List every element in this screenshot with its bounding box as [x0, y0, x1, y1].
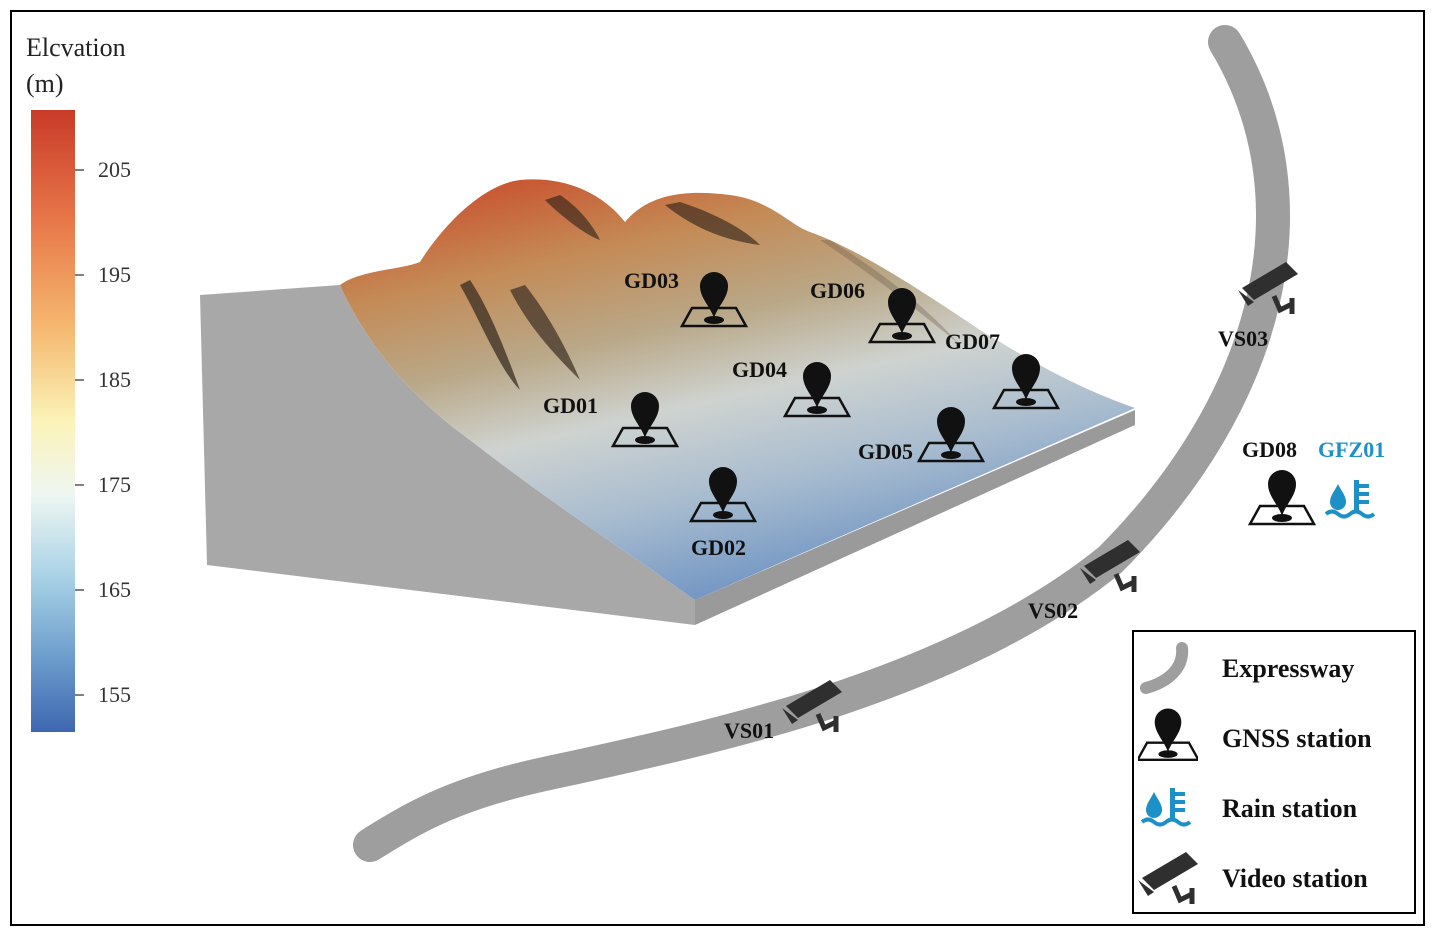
label-gd08: GD08 — [1242, 437, 1297, 462]
legend-label-video: Video station — [1222, 864, 1368, 893]
label-gd02: GD02 — [691, 535, 746, 560]
colorbar-tick-155: 155 — [98, 682, 131, 707]
legend-row-gnss: GNSS station — [1134, 706, 1414, 770]
label-vs02: VS02 — [1028, 598, 1078, 623]
label-gfz01: GFZ01 — [1318, 437, 1385, 462]
legend-label-rain: Rain station — [1222, 794, 1358, 823]
rain-station-icon — [1140, 786, 1192, 827]
colorbar-title-line2: (m) — [26, 69, 64, 98]
colorbar-ticks — [75, 169, 84, 696]
legend-label-expressway: Expressway — [1222, 654, 1355, 683]
label-vs01: VS01 — [724, 718, 774, 743]
expressway-road — [353, 25, 1290, 862]
label-gd01: GD01 — [543, 393, 598, 418]
map-frame — [10, 10, 1425, 926]
colorbar-tick-185: 185 — [98, 367, 131, 392]
label-gd05: GD05 — [858, 439, 913, 464]
label-vs03: VS03 — [1218, 326, 1268, 351]
legend-row-video: Video station — [1134, 846, 1414, 910]
gnss-marker-gd08 — [1248, 468, 1316, 526]
label-gd04: GD04 — [732, 357, 787, 382]
colorbar-tick-195: 195 — [98, 262, 131, 287]
label-gd06: GD06 — [810, 278, 865, 303]
colorbar-tick-175: 175 — [98, 472, 131, 497]
legend-label-gnss: GNSS station — [1222, 724, 1372, 753]
terrain-surface — [200, 179, 1135, 601]
gnss-station-icon — [1138, 708, 1198, 761]
colorbar-ramp — [31, 110, 75, 732]
label-gd03: GD03 — [624, 268, 679, 293]
legend-row-expressway: Expressway — [1134, 636, 1414, 700]
legend-row-rain: Rain station — [1134, 776, 1414, 840]
video-station-icon — [1138, 848, 1198, 908]
expressway-icon — [1140, 642, 1189, 694]
map-legend: Expressway GNSS station Rain station Vid… — [1132, 630, 1416, 914]
colorbar-tick-165: 165 — [98, 577, 131, 602]
rain-marker-gfz01 — [1324, 478, 1376, 519]
colorbar-title-line1: Elcvation — [26, 33, 126, 62]
label-gd07: GD07 — [945, 329, 1000, 354]
terrain-block — [200, 179, 1135, 625]
colorbar-tick-205: 205 — [98, 157, 131, 182]
